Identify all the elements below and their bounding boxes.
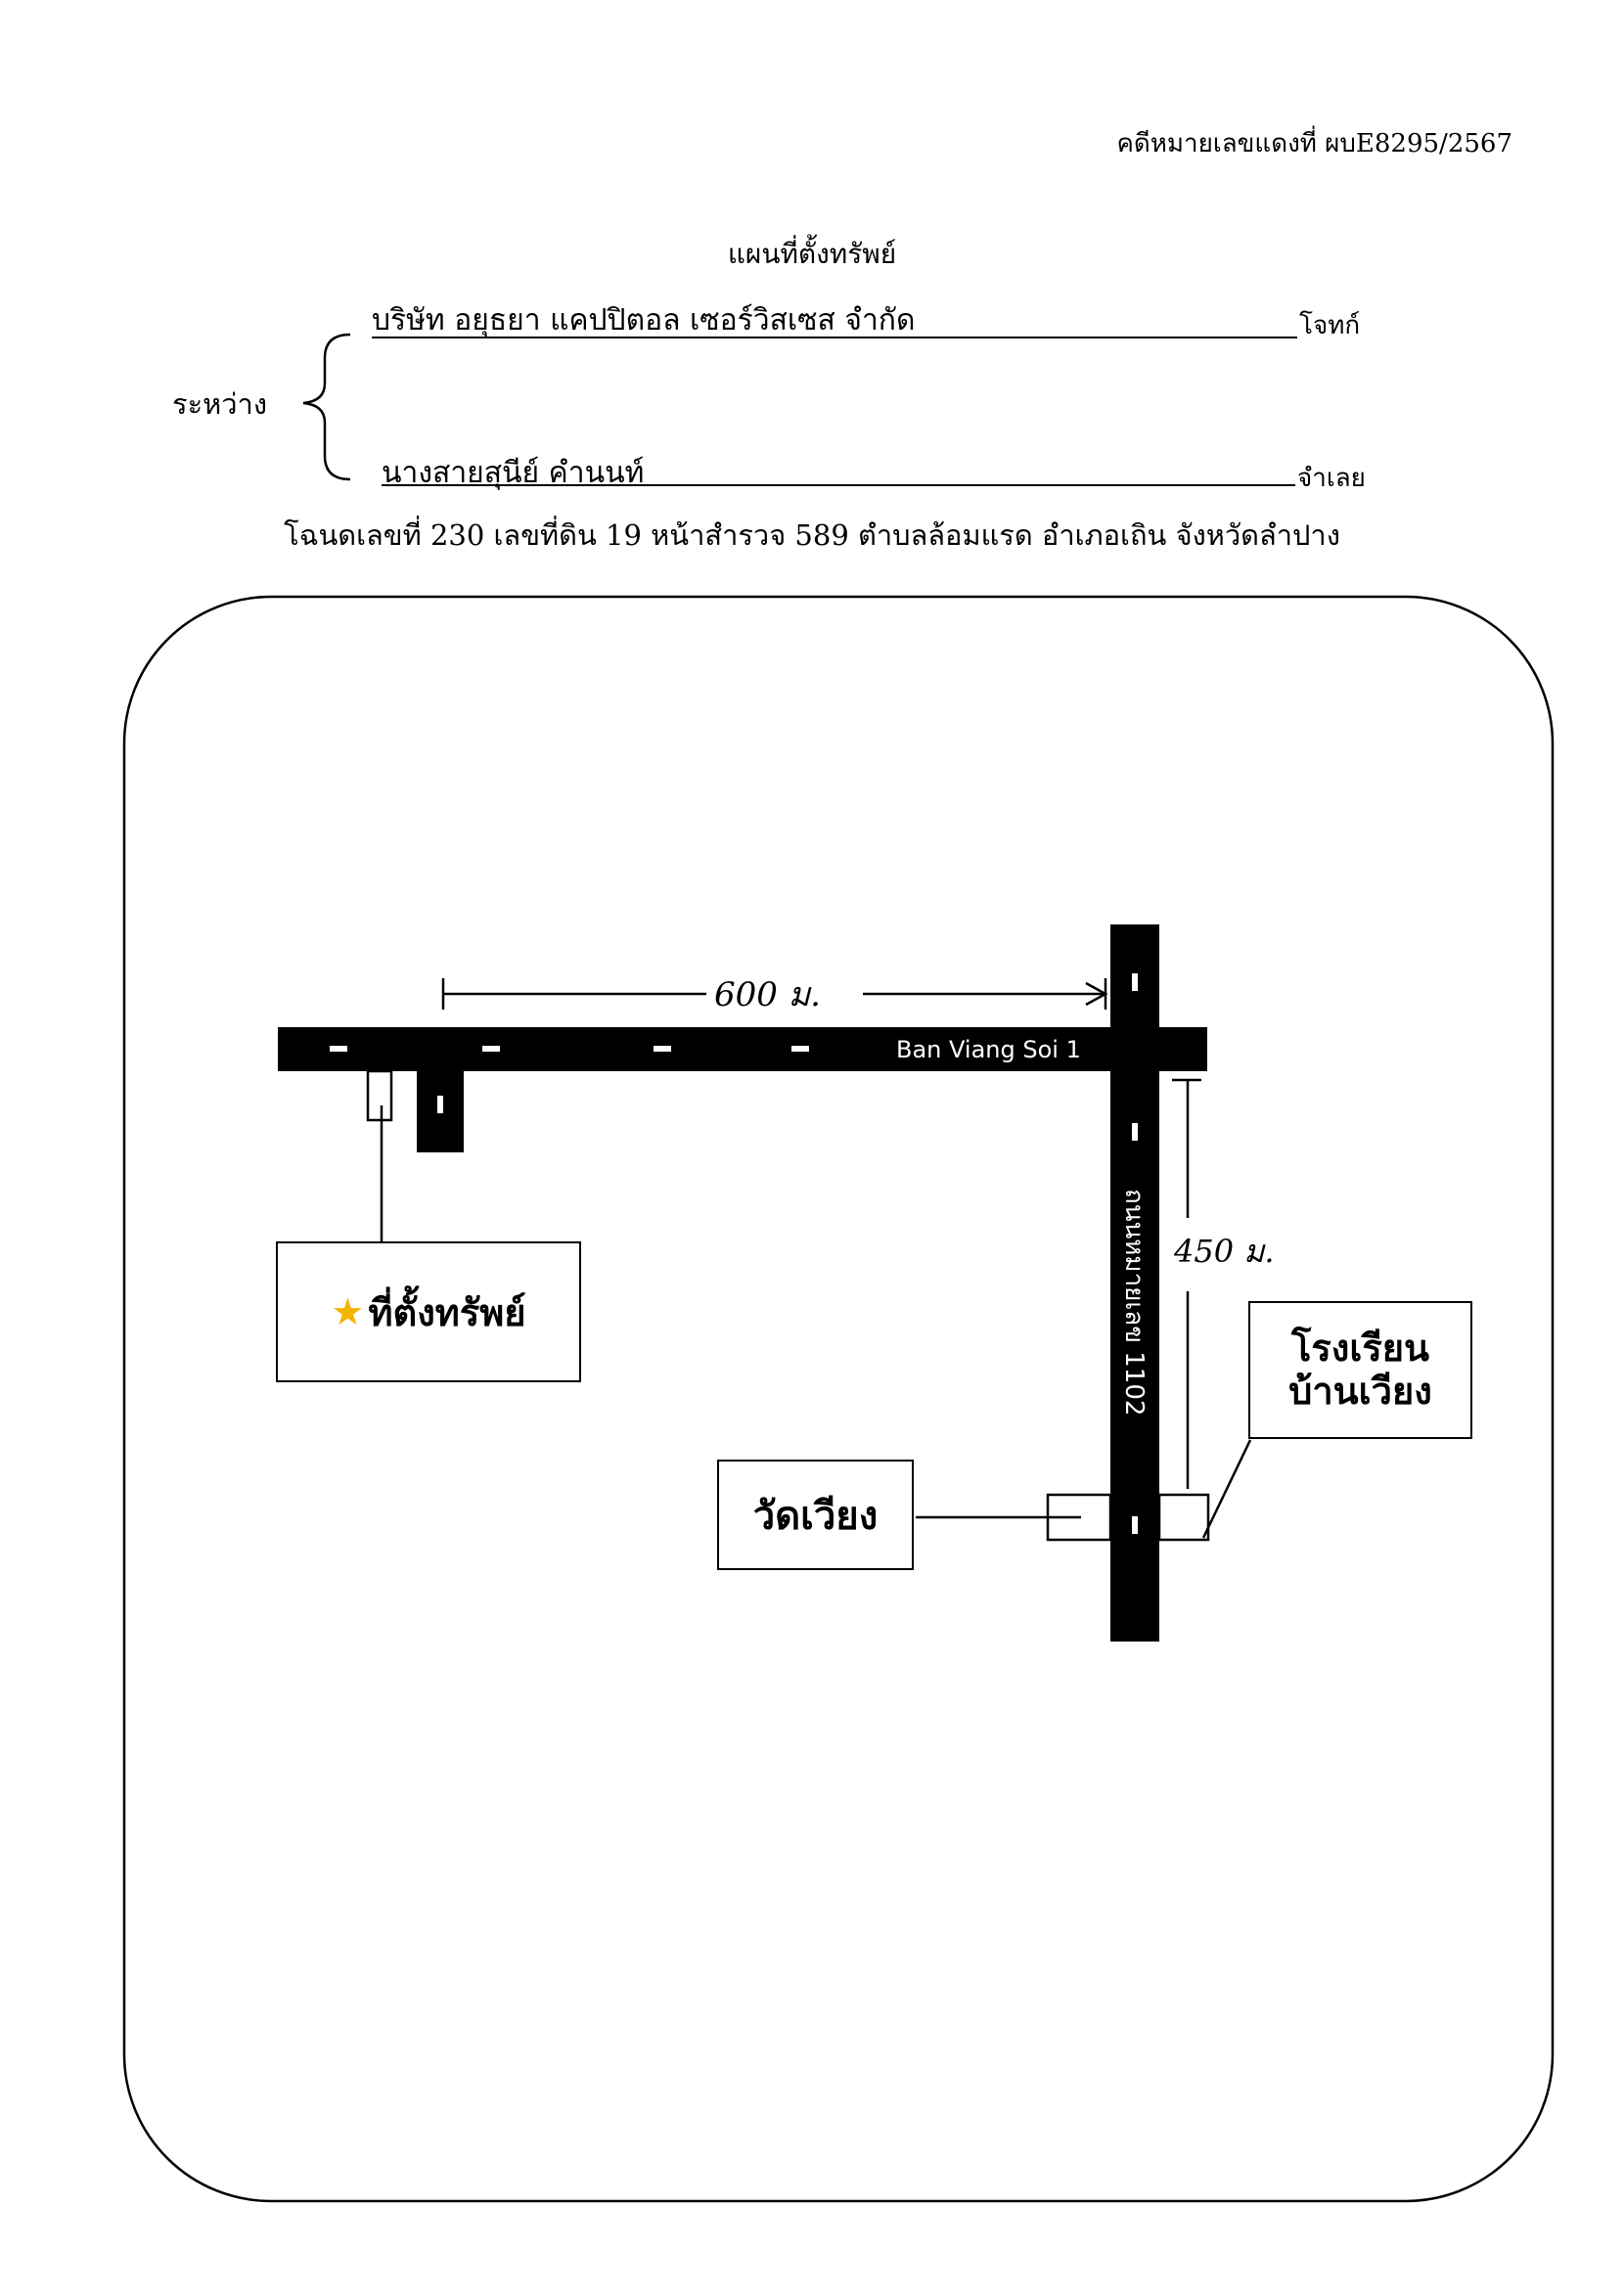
between-label: ระหว่าง (172, 387, 267, 421)
school-label-line2: บ้านเวียง (1288, 1369, 1432, 1413)
school-label-line1: โรงเรียน (1290, 1326, 1429, 1370)
document-title: แผนที่ตั้งทรัพย์ (727, 238, 897, 270)
plaintiff-name: บริษัท อยุธยา แคปปิตอล เซอร์วิสเซส จำกัด (372, 303, 916, 338)
distance-label-vertical: 450 ม. (1173, 1233, 1275, 1270)
lane-mark (1132, 1123, 1138, 1141)
temple-label: วัดเวียง (752, 1493, 879, 1539)
lane-mark (1132, 973, 1138, 991)
plaintiff-role: โจทก์ (1299, 311, 1361, 340)
school-plot (1157, 1493, 1210, 1542)
lane-mark (791, 1046, 809, 1052)
defendant-role: จำเลย (1297, 464, 1366, 493)
lane-mark (1132, 1516, 1138, 1534)
property-label: ที่ตั้งทรัพย์ (368, 1290, 526, 1334)
temple-box: วัดเวียง (717, 1460, 914, 1570)
lane-mark (437, 1096, 443, 1113)
lane-mark (330, 1046, 347, 1052)
distance-label-horizontal: 600 ม. (714, 975, 821, 1014)
star-icon: ★ (331, 1290, 365, 1333)
party-brace (302, 333, 351, 481)
road-label-vertical: ถนนหมายเลข 1102 (1119, 1189, 1149, 1416)
map-frame (122, 595, 1555, 2203)
deed-details: โฉนดเลขที่ 230 เลขที่ดิน 19 หน้าสำรวจ 58… (284, 518, 1340, 552)
road-label-horizontal: Ban Viang Soi 1 (896, 1036, 1081, 1063)
road-ban-viang-soi-1 (278, 1027, 1207, 1071)
case-number: คดีหมายเลขแดงที่ ผบE8295/2567 (1116, 129, 1512, 158)
property-location-box: ★ ที่ตั้งทรัพย์ (276, 1241, 581, 1382)
lane-mark (654, 1046, 671, 1052)
lane-mark (482, 1046, 500, 1052)
school-leader-line (1201, 1439, 1252, 1539)
school-box: โรงเรียน บ้านเวียง (1248, 1301, 1472, 1439)
property-plot (366, 1069, 393, 1122)
